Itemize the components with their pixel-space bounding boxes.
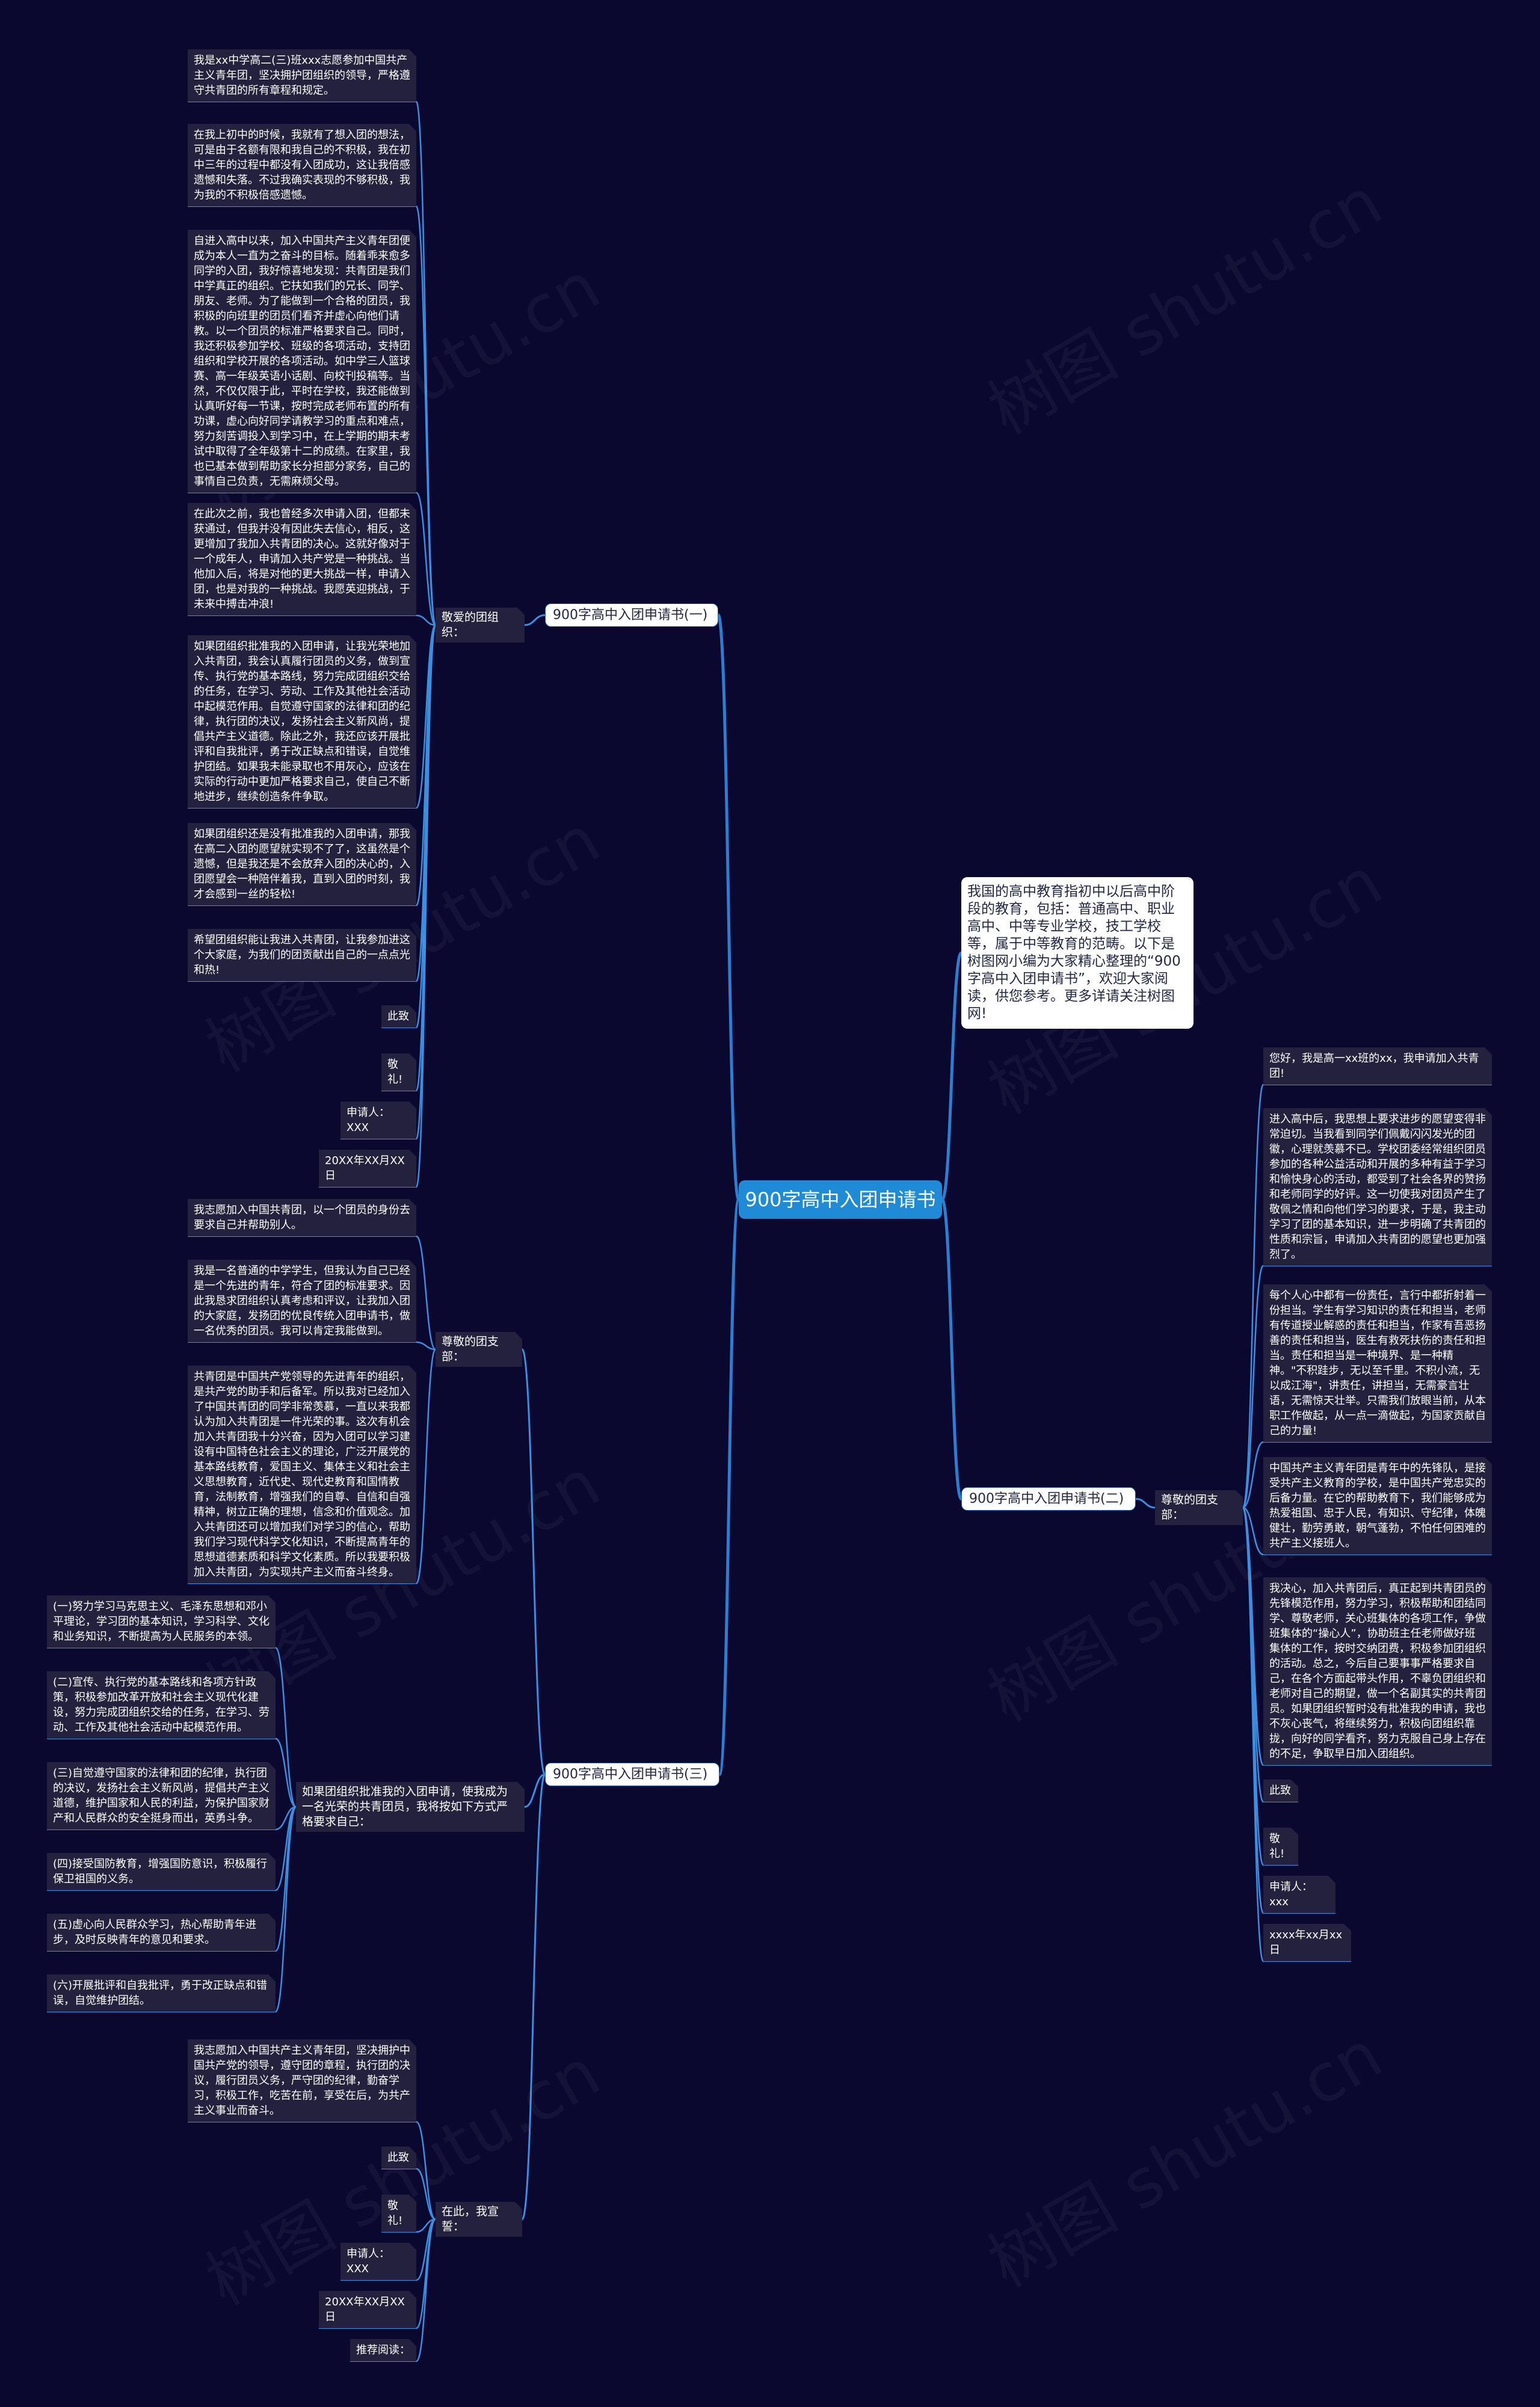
pledge-item[interactable]: (二)宣传、执行党的基本路线和各项方针政策，积极参加改革开放和社会主义现代化建设… (47, 1671, 276, 1739)
branch1-paragraph[interactable]: 我是xx中学高二(三)班xxx志愿参加中国共产主义青年团，坚决拥护团组织的领导，… (188, 49, 416, 102)
connector-line (415, 205, 437, 626)
intro-note[interactable]: 我国的高中教育指初中以后高中阶段的教育，包括：普通高中、职业高中、中等专业学校，… (961, 877, 1194, 1029)
oath-text[interactable]: 我志愿加入中国共产主义青年团，坚决拥护中国共产党的领导，遵守团的章程，执行团的决… (188, 2039, 416, 2122)
connector-line (275, 1806, 297, 1831)
branch1-paragraph[interactable]: 如果团组织批准我的入团申请，让我光荣地加入共青团，我会认真履行团员的义务，做到宣… (188, 635, 416, 808)
connector-line (274, 1806, 297, 2013)
connector-line (1242, 1441, 1264, 1509)
root-topic[interactable]: 900字高中入团申请书 (739, 1180, 942, 1219)
branch1-paragraph[interactable]: 自进入高中以来，加入中国共产主义青年团便成为本人一直为之奋斗的目标。随着乖来愈多… (188, 230, 416, 493)
connector-line (1242, 1506, 1264, 1962)
connector-line (275, 1737, 297, 1808)
branch2-paragraph[interactable]: 我决心，加入共青团后，真正起到共青团员的先锋模范作用，努力学习，积极帮助和团结同… (1263, 1577, 1492, 1765)
branch2-signature[interactable]: 申请人：xxx (1263, 1876, 1335, 1913)
salutation-3[interactable]: 尊敬的团支部： (436, 1332, 522, 1367)
branch3-paragraph[interactable]: 我是一名普通的中学学生，但我认为自己已经是一个先进的青年，符合了团的标准要求。因… (188, 1260, 416, 1342)
connector-line (415, 492, 437, 626)
connector-line (1242, 1083, 1264, 1509)
branch1-date[interactable]: 20XX年XX月XX日 (319, 1150, 416, 1187)
pledge-item[interactable]: (一)努力学习马克思主义、毛泽东思想和邓小平理论，学习团的基本知识，学习科学、文… (47, 1595, 276, 1648)
branch-application-3[interactable]: 900字高中入团申请书(三) (545, 1763, 719, 1786)
branch3-date[interactable]: 20XX年XX月XX日 (319, 2291, 416, 2328)
pledge-item[interactable]: (三)自觉遵守国家的法律和团的纪律，执行团的决议，发扬社会主义新风尚，提倡共产主… (47, 1762, 276, 1829)
connector-line (416, 2168, 436, 2221)
connector-line (524, 1774, 546, 1808)
connector-line (1242, 1265, 1264, 1509)
pledge-item[interactable]: (六)开展批评和自我批评，勇于改正缺点和错误，自觉维护团结。 (47, 1974, 276, 2012)
salutation-1[interactable]: 敬爱的团组织： (436, 608, 525, 643)
connector-line (415, 1235, 437, 1351)
branch1-signature[interactable]: 申请人：XXX (340, 1102, 416, 1139)
pledge-intro[interactable]: 如果团组织批准我的入团申请，使我成为一名光荣的共青团员，我将按如下方式严格要求自… (296, 1782, 525, 1832)
connector-line (524, 614, 546, 626)
branch1-paragraph[interactable]: 在此次之前，我也曾经多次申请入团，但都未获通过，但我并没有因此失去信心，相反，这… (188, 503, 416, 615)
connector-line (521, 1348, 546, 1775)
branch2-date[interactable]: xxxx年xx月xx日 (1263, 1924, 1351, 1961)
branch2-closing[interactable]: 敬礼! (1263, 1828, 1298, 1865)
branch-application-2[interactable]: 900字高中入团申请书(二) (961, 1487, 1136, 1511)
branch2-closing[interactable]: 此致 (1263, 1780, 1298, 1802)
branch3-paragraph[interactable]: 共青团是中国共产党领导的先进青年的组织，是共产党的助手和后备军。所以我对已经加入… (188, 1366, 416, 1583)
salutation-2[interactable]: 尊敬的团支部： (1155, 1490, 1243, 1525)
branch3-paragraph[interactable]: 我志愿加入中国共青团，以一个团员的身份去要求自己并帮助别人。 (188, 1199, 416, 1236)
connector-line (416, 614, 436, 626)
connector-line (716, 614, 741, 1201)
connector-line (416, 2121, 436, 2221)
branch2-paragraph[interactable]: 您好，我是高一xx班的xx，我申请加入共青团! (1263, 1047, 1492, 1085)
connector-line (940, 1198, 963, 1500)
connector-line (940, 951, 963, 1201)
connector-line (415, 1348, 437, 1585)
branch1-paragraph[interactable]: 在我上初中的时候，我就有了想入团的想法，可是由于名额有限和我自己的不积极，我在初… (188, 124, 416, 206)
connector-line (521, 1774, 546, 2221)
branch2-paragraph[interactable]: 每个人心中都有一份责任，言行中都折射着一份担当。学生有学习知识的责任和担当，老师… (1263, 1284, 1492, 1442)
connector-line (718, 1198, 741, 1776)
branch3-closing[interactable]: 此致 (381, 2147, 416, 2169)
connector-line (274, 1647, 297, 1808)
branch3-signature[interactable]: 申请人：XXX (340, 2243, 416, 2280)
connector-line (1135, 1498, 1156, 1509)
connector-line (416, 1341, 436, 1351)
connector-line (415, 2218, 437, 2362)
oath-heading[interactable]: 在此，我宣誓： (436, 2202, 522, 2237)
branch2-paragraph[interactable]: 进入高中后，我思想上要求进步的愿望变得非常迫切。当我看到同学们佩戴闪闪发光的团徽… (1263, 1108, 1492, 1266)
connector-line (415, 2218, 437, 2329)
branch-application-1[interactable]: 900字高中入团申请书(一) (545, 603, 718, 627)
branch1-closing[interactable]: 敬礼! (381, 1053, 416, 1091)
connector-line (1242, 1506, 1264, 1556)
pledge-item[interactable]: (四)接受国防教育，增强国防意识，积极履行保卫祖国的义务。 (47, 1853, 276, 1890)
pledge-item[interactable]: (五)虚心向人民群众学习，热心帮助青年进步，及时反映青年的意见和要求。 (47, 1914, 276, 1951)
branch3-recommend[interactable]: 推荐阅读： (350, 2339, 416, 2361)
branch1-paragraph[interactable]: 希望团组织能让我进入共青团，让我参加进这个大家庭，为我们的团贡献出自己的一点点光… (188, 929, 416, 981)
branch1-paragraph[interactable]: 如果团组织还是没有批准我的入团申请，那我在高二入团的愿望就实现不了了，这虽然是个… (188, 823, 416, 905)
branch2-paragraph[interactable]: 中国共产主义青年团是青年中的先锋队，是接受共产主义教育的学校，是中国共产党忠实的… (1263, 1457, 1492, 1555)
branch1-closing[interactable]: 此致 (381, 1005, 416, 1028)
branch3-closing[interactable]: 敬礼! (381, 2195, 416, 2232)
connector-line (415, 624, 437, 1188)
